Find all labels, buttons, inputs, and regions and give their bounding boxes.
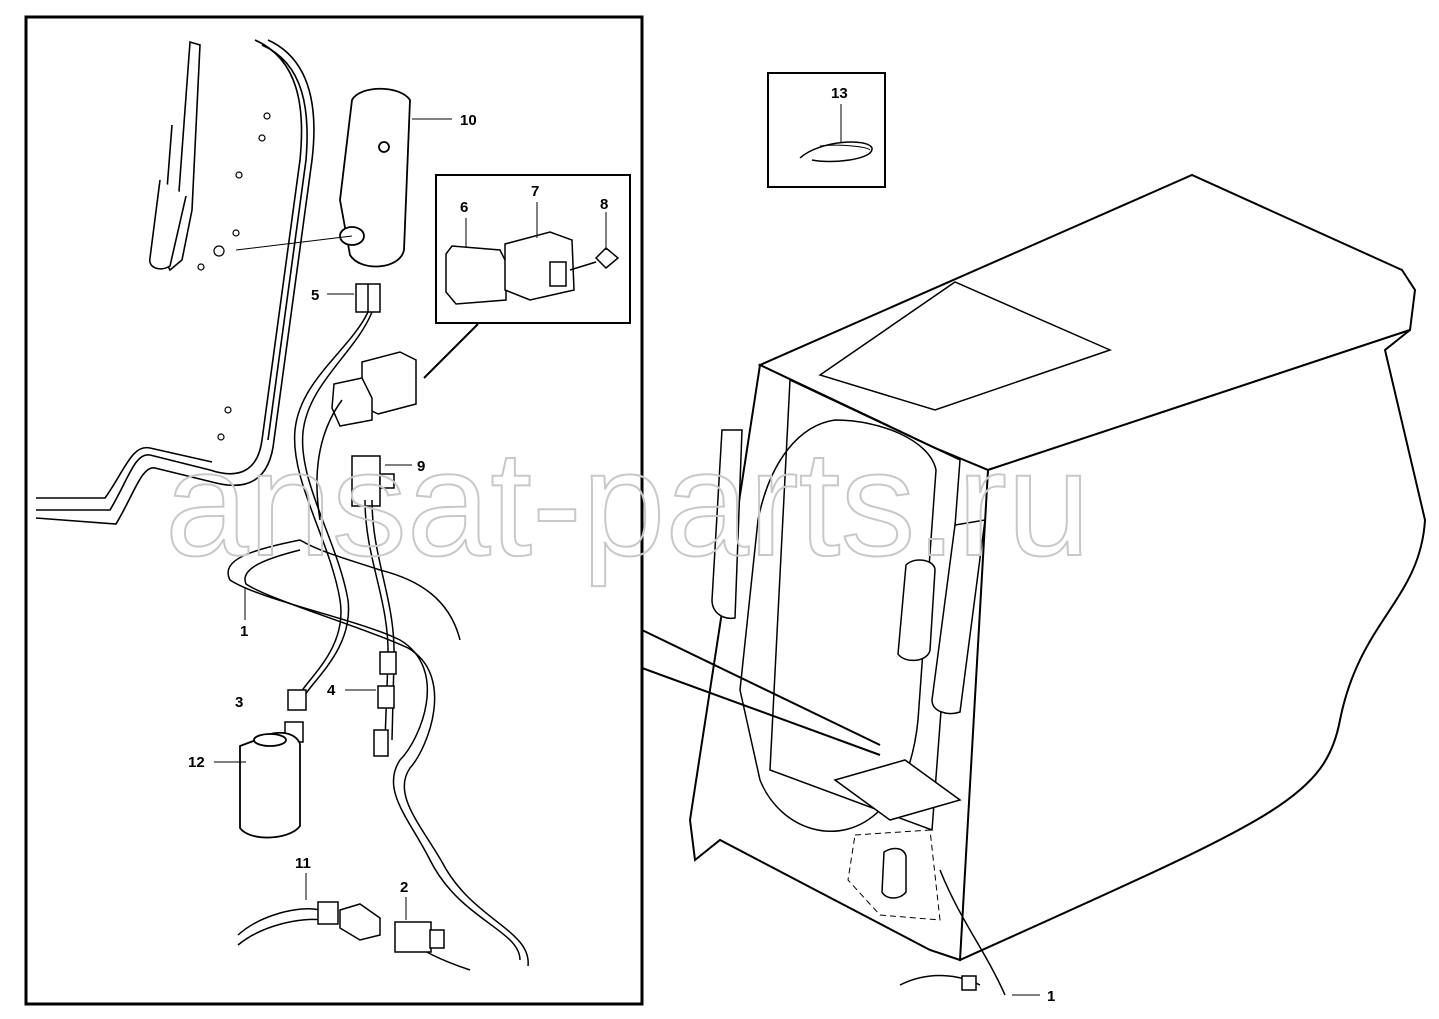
callout-12: 12 [188, 754, 205, 771]
wiper-arm [149, 40, 201, 272]
leader-lines [641, 629, 881, 756]
wiper-motor [235, 87, 411, 268]
sensor-9 [351, 455, 395, 507]
watermark: ansat-parts.ru [165, 419, 1090, 587]
rocker-switch-assembly [331, 351, 417, 427]
callout-11: 11 [295, 855, 311, 872]
callout-1-right: 1 [1047, 988, 1055, 1005]
cable-tie-inset: 13 [767, 72, 886, 188]
callout-8: 8 [600, 196, 608, 213]
symbol-8 [594, 246, 620, 270]
connector-4 [373, 651, 397, 757]
callout-9: 9 [417, 458, 425, 475]
connector-6 [445, 245, 507, 305]
door-frame [35, 39, 315, 525]
callout-13: 13 [831, 85, 848, 102]
callout-5: 5 [311, 287, 319, 304]
cab-drawing [688, 173, 1427, 996]
capacitor-12 [239, 731, 301, 839]
callout-10: 10 [460, 112, 477, 129]
connector-5 [355, 283, 381, 313]
callout-2: 2 [400, 879, 408, 896]
frame-holes [197, 112, 271, 441]
callout-3: 3 [235, 694, 243, 711]
callout-6: 6 [460, 199, 468, 216]
switch-inset: 6 7 8 [435, 174, 631, 324]
callout-4: 4 [327, 682, 336, 699]
callout-1-left: 1 [240, 623, 248, 640]
plug-11-2 [237, 901, 445, 953]
callout-7: 7 [531, 183, 539, 200]
wiring-harness [227, 311, 529, 971]
